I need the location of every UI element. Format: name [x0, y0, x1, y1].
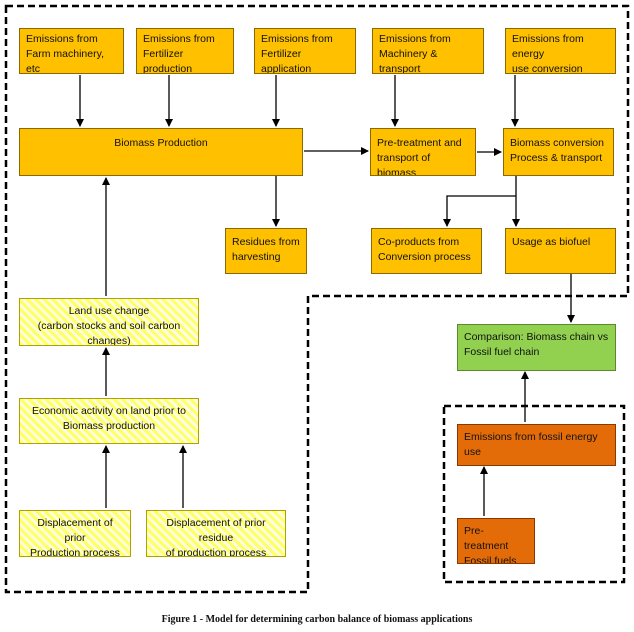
box-line: Conversion process	[378, 251, 471, 264]
box-line: Displacement of prior	[37, 517, 113, 545]
box-emissions-fertilizer-production: Emissions from Fertilizer production	[136, 28, 234, 74]
box-line: Machinery & transport	[379, 48, 438, 74]
box-usage-biofuel: Usage as biofuel	[505, 228, 616, 274]
box-pretreatment-biomass: Pre-treatment and transport of biomass	[370, 128, 476, 176]
box-line: Usage as biofuel	[512, 236, 591, 248]
box-line: Production process	[30, 547, 120, 557]
box-biomass-conversion: Biomass conversion Process & transport	[503, 128, 614, 176]
box-economic-activity: Economic activity on land prior to Bioma…	[19, 398, 199, 444]
box-pretreatment-fossil-fuels: Pre-treatment Fossil fuels	[457, 518, 535, 564]
box-line: Comparison: Biomass chain vs	[464, 331, 609, 343]
box-line: transport of biomass	[377, 152, 431, 176]
box-line: Farm machinery, etc	[26, 48, 104, 74]
box-line: Fossil fuel chain	[464, 346, 540, 359]
box-line: Co-products from	[378, 236, 460, 248]
figure-caption: Figure 1 - Model for determining carbon …	[161, 614, 473, 625]
box-line: Residues from	[232, 236, 300, 248]
box-line: Land use change	[68, 305, 150, 317]
box-line: Process & transport	[510, 152, 603, 165]
box-line: Emissions from	[143, 33, 215, 45]
box-land-use-change: Land use change (carbon stocks and soil …	[19, 298, 199, 346]
box-line: use conversion process	[512, 63, 583, 74]
box-emissions-machinery-transport: Emissions from Machinery & transport	[372, 28, 484, 74]
box-coproducts-conversion: Co-products from Conversion process	[371, 228, 482, 274]
arrow-conversion-to-coproducts	[443, 195, 516, 227]
box-displacement-production: Displacement of prior Production process	[19, 510, 131, 557]
box-line: Emissions from	[379, 33, 451, 45]
box-line: Emissions from	[26, 33, 98, 45]
box-line: of production process	[165, 547, 267, 557]
fossil-dashed-border	[442, 404, 626, 584]
box-line: Biomass conversion	[510, 137, 604, 149]
box-line: Emissions from fossil energy use	[464, 431, 598, 459]
box-line: Economic activity on land prior to	[31, 405, 187, 417]
box-line: (carbon stocks and soil carbon changes)	[37, 320, 181, 346]
box-emissions-fertilizer-application: Emissions from Fertilizer application	[254, 28, 356, 74]
outer-dashed-border	[4, 4, 630, 594]
box-emissions-fossil-energy: Emissions from fossil energy use	[457, 424, 616, 466]
box-line: Displacement of prior residue	[166, 517, 266, 545]
box-line: Biomass production	[62, 420, 156, 433]
box-line: Fossil fuels	[464, 555, 517, 564]
box-biomass-production: Biomass Production	[19, 128, 303, 176]
box-line: Pre-treatment	[464, 525, 509, 553]
box-residues-harvesting: Residues from harvesting	[225, 228, 307, 274]
box-line: Emissions from	[261, 33, 333, 45]
box-line: Emissions from energy	[512, 33, 584, 61]
box-displacement-residue: Displacement of prior residue of product…	[146, 510, 286, 557]
box-line: Fertilizer production	[143, 48, 193, 74]
box-emissions-farm-machinery: Emissions from Farm machinery, etc	[19, 28, 124, 74]
box-line: Biomass Production	[114, 137, 208, 149]
box-line: Fertilizer application	[261, 48, 312, 74]
box-line: harvesting	[232, 251, 281, 264]
box-comparison-chains: Comparison: Biomass chain vs Fossil fuel…	[457, 324, 616, 371]
box-line: Pre-treatment and	[377, 137, 462, 149]
box-emissions-energy-conversion: Emissions from energy use conversion pro…	[505, 28, 616, 74]
